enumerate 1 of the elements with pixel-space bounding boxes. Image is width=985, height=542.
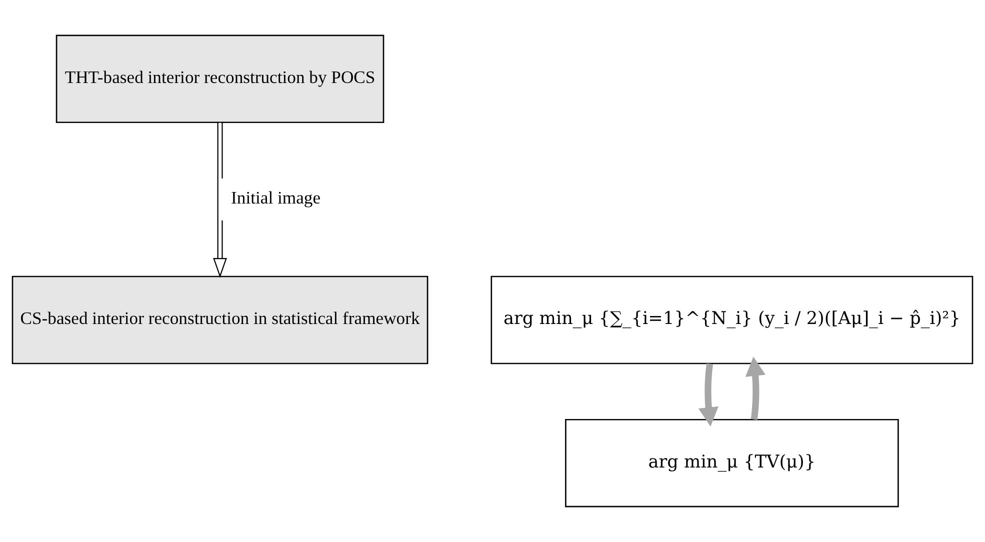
edge-label: Initial image [231,188,321,208]
